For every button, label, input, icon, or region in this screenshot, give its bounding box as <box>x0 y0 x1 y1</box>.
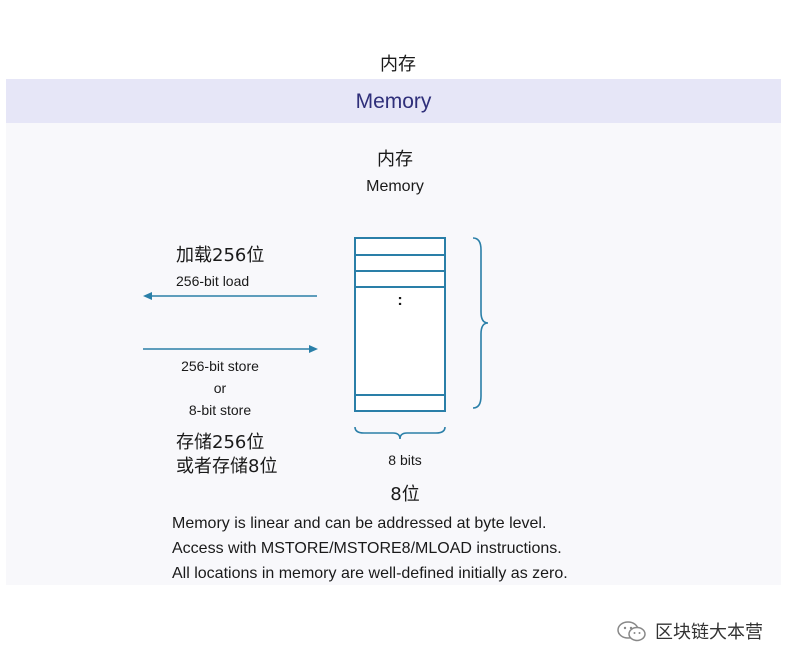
wechat-icon <box>617 621 646 642</box>
memory-ellipsis: : <box>397 292 403 309</box>
width-label-cn: 8位 <box>390 484 420 505</box>
width-label-en: 8 bits <box>388 452 422 468</box>
load-label-en: 256-bit load <box>176 273 250 289</box>
store-arrowhead <box>309 345 318 353</box>
memory-label-en: Memory <box>366 178 424 195</box>
store-line-en: 256-bit store <box>181 358 259 374</box>
memory-column <box>354 237 446 412</box>
bottom-brace <box>354 426 446 440</box>
description: Memory is linear and can be addressed at… <box>172 511 568 586</box>
right-brace <box>472 237 489 409</box>
header-band <box>6 79 781 123</box>
memory-label-cn: 内存 <box>377 149 413 170</box>
load-arrowhead <box>143 292 152 300</box>
top-title: 内存 <box>380 54 416 75</box>
store-line-cn: 或者存储8位 <box>176 456 278 477</box>
description-line: Access with MSTORE/MSTORE8/MLOAD instruc… <box>172 540 562 557</box>
footer-brand: 区块链大本营 <box>615 618 763 644</box>
store-line-en: or <box>213 380 227 396</box>
store-label-cn: 存储256位 或者存储8位 <box>176 431 277 479</box>
header-title: Memory <box>355 90 432 113</box>
footer-brand-text: 区块链大本营 <box>655 622 763 643</box>
load-label-cn: 加载256位 <box>176 245 265 266</box>
store-label-en: 256-bit store or 8-bit store <box>140 355 300 421</box>
description-line: All locations in memory are well-defined… <box>172 565 568 582</box>
store-line-cn: 存储256位 <box>176 432 265 453</box>
description-line: Memory is linear and can be addressed at… <box>172 515 547 532</box>
store-line-en: 8-bit store <box>188 402 252 418</box>
